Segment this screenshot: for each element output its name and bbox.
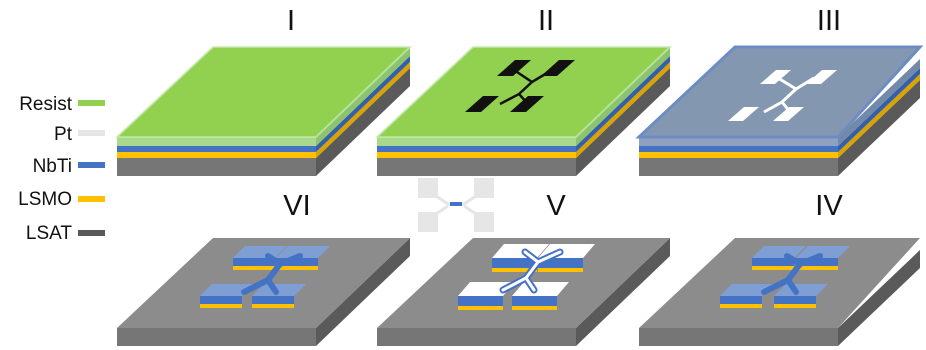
pad-bl: [465, 96, 499, 112]
legend-swatch-pt: [78, 130, 105, 136]
resist-front: [117, 137, 316, 146]
pt-on-nbti-structure: [458, 244, 595, 310]
pad-tl: [497, 60, 531, 76]
step-label-5: V: [546, 190, 566, 222]
nbti-layer: [117, 146, 316, 152]
bridge-line: [499, 68, 553, 106]
step-label-3: III: [817, 5, 841, 37]
step-label-4: IV: [815, 190, 843, 222]
step-label-6: VI: [283, 190, 310, 222]
panel-step-1: [114, 46, 413, 176]
step-label-2: II: [538, 5, 554, 37]
resist-with-pt-top: [639, 47, 920, 137]
lsat-side: [316, 68, 410, 176]
lsat-front: [117, 158, 316, 176]
panel-step-5: [377, 238, 670, 346]
legend-label-lsmo: LSMO: [18, 189, 72, 210]
legend-label-resist: Resist: [19, 94, 73, 115]
legend-label-lsat: LSAT: [26, 223, 73, 244]
panel-step-6: [117, 238, 410, 346]
legend-swatch-lsmo: [78, 196, 105, 202]
panel-step-2: [374, 46, 673, 176]
pt-pattern: [728, 70, 837, 121]
panel-step-4: [639, 238, 920, 346]
nbti-structure-2: [720, 246, 850, 308]
lsmo-layer: [117, 152, 316, 158]
step-label-1: I: [287, 5, 295, 37]
legend: Resist Pt NbTi LSMO LSAT: [18, 94, 105, 244]
legend-swatch-resist: [78, 100, 105, 106]
exposed-pattern: [465, 60, 575, 112]
nbti-structure: [200, 246, 330, 308]
legend-swatch-lsat: [78, 230, 105, 236]
panel-step-3: [635, 45, 924, 176]
legend-label-pt: Pt: [54, 124, 73, 145]
pt-mask-inset: [418, 178, 494, 232]
legend-label-nbti: NbTi: [33, 156, 72, 177]
legend-swatch-nbti: [78, 162, 105, 168]
